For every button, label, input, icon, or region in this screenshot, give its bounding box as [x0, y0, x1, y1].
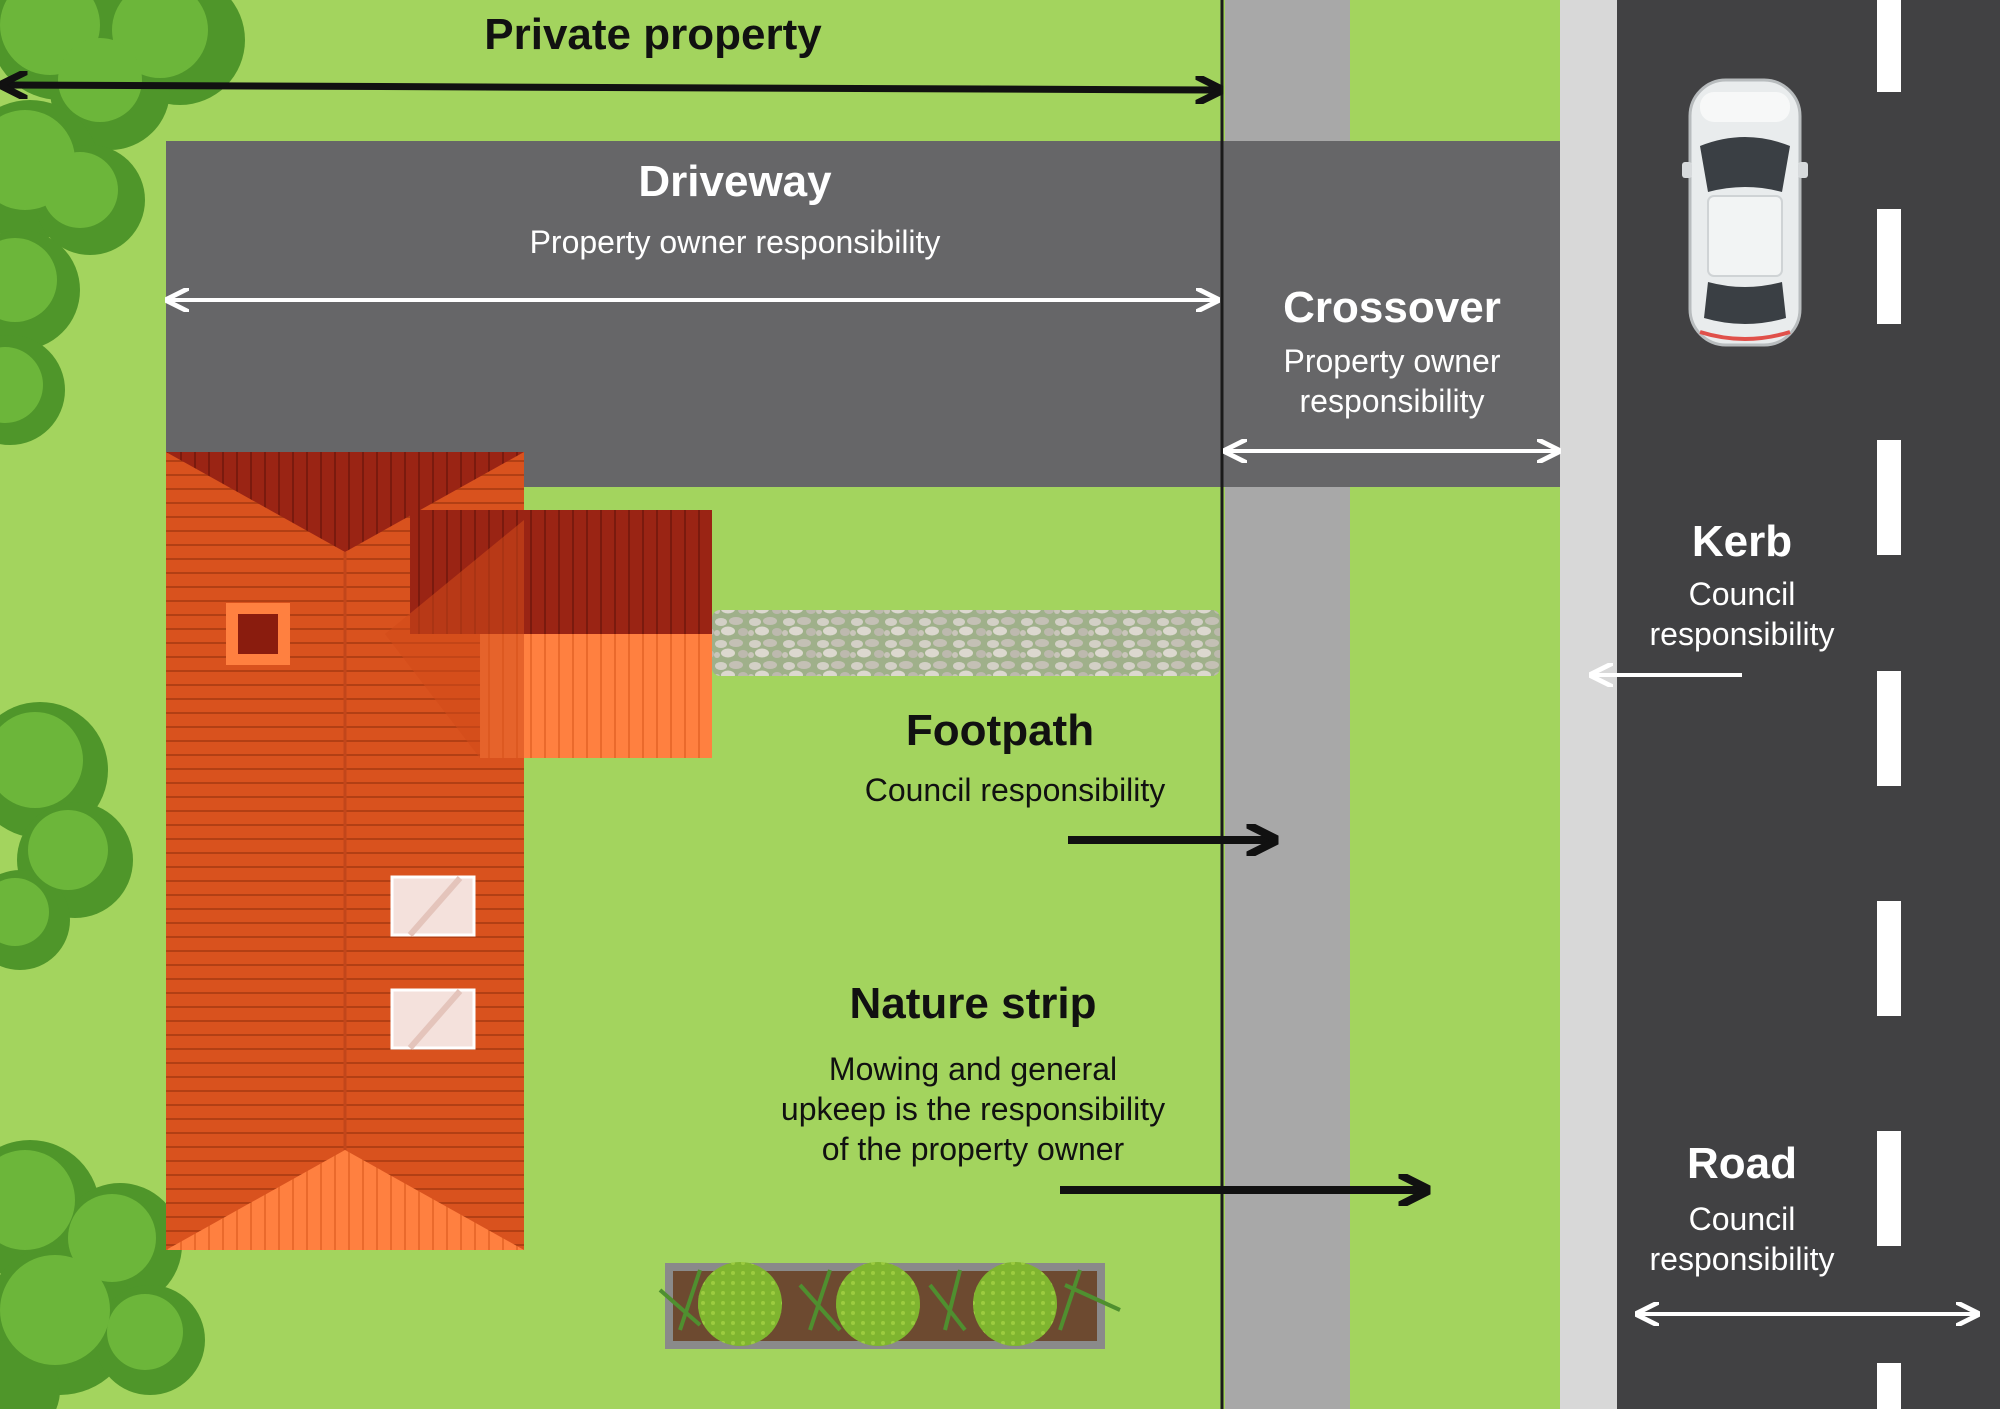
car-top-view-icon — [1682, 78, 1808, 347]
tree-canopy-icon — [0, 702, 133, 970]
nature-strip-line2: upkeep is the responsibility — [780, 1091, 1166, 1127]
driveway-title: Driveway — [638, 157, 832, 206]
garden-bed-icon — [658, 1262, 1121, 1349]
nature-strip-line3: of the property owner — [821, 1131, 1125, 1167]
kerb-subtitle-line2: responsibility — [1649, 616, 1835, 652]
stone-path-icon — [712, 610, 1220, 676]
road-subtitle-line2: responsibility — [1649, 1241, 1835, 1277]
crossover-subtitle-line2: responsibility — [1299, 383, 1485, 419]
kerb-strip — [1560, 0, 1617, 1409]
private-property-arrow — [5, 85, 1218, 90]
house-roof-icon — [166, 452, 712, 1250]
driveway-subtitle: Property owner responsibility — [529, 224, 941, 260]
footpath-title: Footpath — [905, 706, 1095, 755]
road-lane-markings — [1877, 0, 1901, 1409]
footpath-subtitle: Council responsibility — [864, 772, 1166, 808]
road-title: Road — [1687, 1139, 1797, 1188]
kerb-subtitle-line1: Council — [1688, 576, 1796, 612]
nature-strip-title: Nature strip — [849, 979, 1097, 1028]
driveway-surface — [166, 141, 1560, 487]
crossover-subtitle-line1: Property owner — [1283, 343, 1501, 379]
road-subtitle-line1: Council — [1688, 1201, 1796, 1237]
kerb-title: Kerb — [1691, 517, 1793, 566]
road-surface — [1617, 0, 2000, 1409]
crossover-title: Crossover — [1283, 283, 1501, 332]
nature-strip-line1: Mowing and general — [828, 1051, 1118, 1087]
private-property-title: Private property — [484, 10, 822, 59]
tree-canopy-icon — [0, 1140, 205, 1409]
